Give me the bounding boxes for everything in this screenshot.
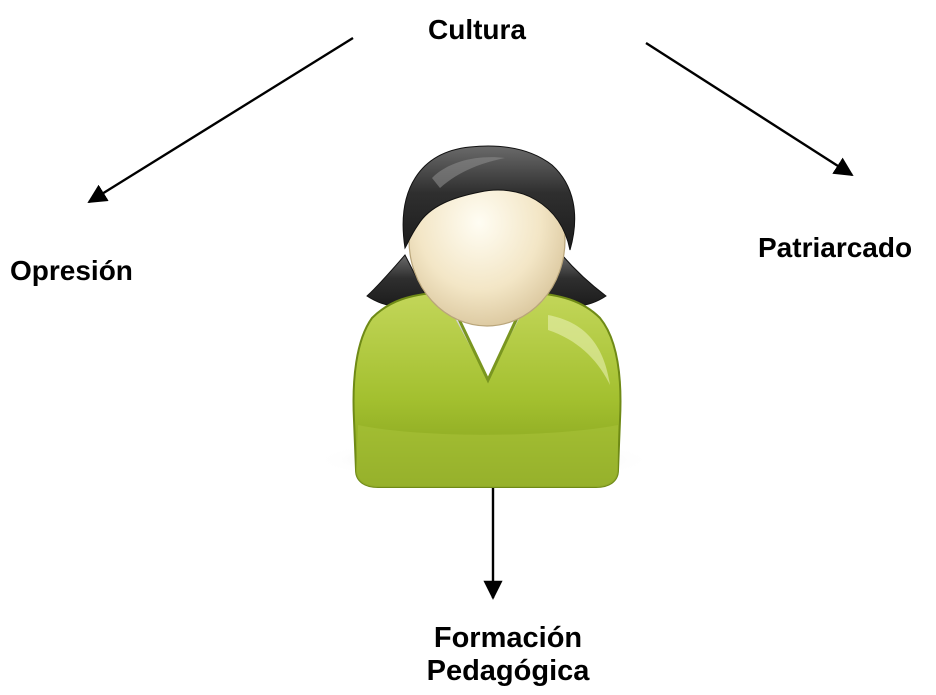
node-formacion-line1: Formación bbox=[433, 622, 583, 654]
arrow-to-patriarcado bbox=[645, 41, 854, 177]
arrow-to-opresion bbox=[87, 36, 354, 204]
node-opresion: Opresión bbox=[10, 255, 133, 286]
node-cultura: Cultura bbox=[428, 14, 526, 45]
node-formacion-pedagogica: Formación Pedagógica bbox=[360, 622, 656, 689]
node-formacion-line2: Pedagógica bbox=[426, 655, 590, 688]
woman-avatar-icon bbox=[314, 145, 654, 488]
node-patriarcado: Patriarcado bbox=[758, 232, 913, 263]
